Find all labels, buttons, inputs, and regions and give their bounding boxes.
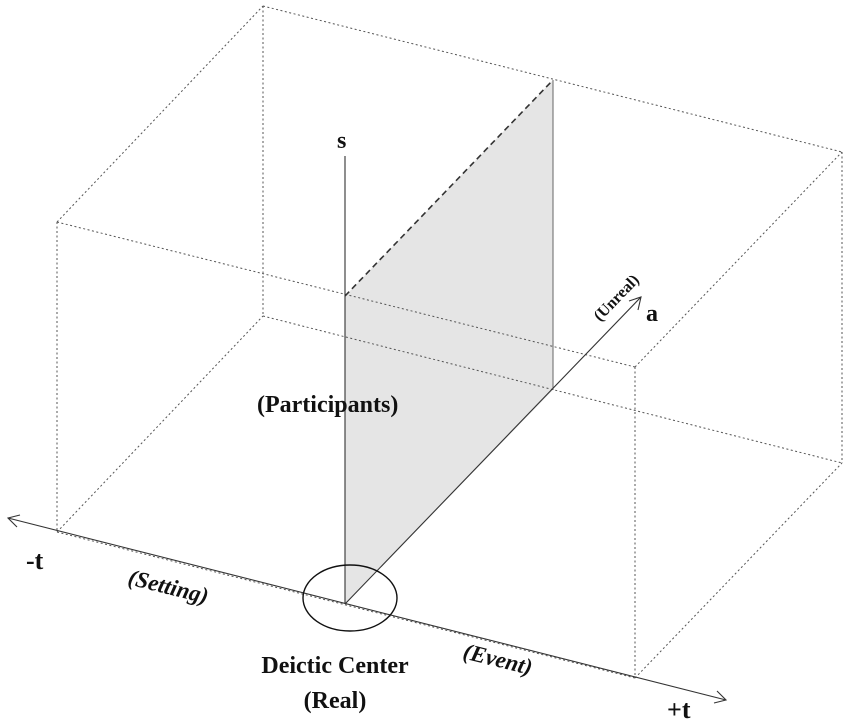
- label-real: (Real): [304, 688, 367, 714]
- shaded-plane: [345, 80, 553, 604]
- a-axis: [344, 296, 642, 605]
- label-event: (Event): [461, 639, 535, 680]
- label-setting: (Setting): [126, 565, 211, 609]
- t-axis-right-arrowhead-icon: [713, 690, 728, 704]
- label-participants: (Participants): [257, 392, 398, 418]
- t-axis-left-arrowhead-icon: [6, 514, 21, 528]
- deictic-center-circle: [302, 564, 398, 632]
- label-unreal: (Unreal): [591, 272, 643, 325]
- label-a-axis: a: [646, 301, 658, 327]
- label-deictic-center: Deictic Center: [261, 653, 409, 679]
- label-pos-t: +t: [667, 695, 691, 724]
- t-axis: [6, 514, 728, 704]
- label-neg-t: -t: [26, 546, 44, 575]
- a-axis-arrowhead-icon: [628, 296, 642, 311]
- box-depth-edges: [56, 5, 843, 679]
- label-s-axis: s: [337, 128, 346, 154]
